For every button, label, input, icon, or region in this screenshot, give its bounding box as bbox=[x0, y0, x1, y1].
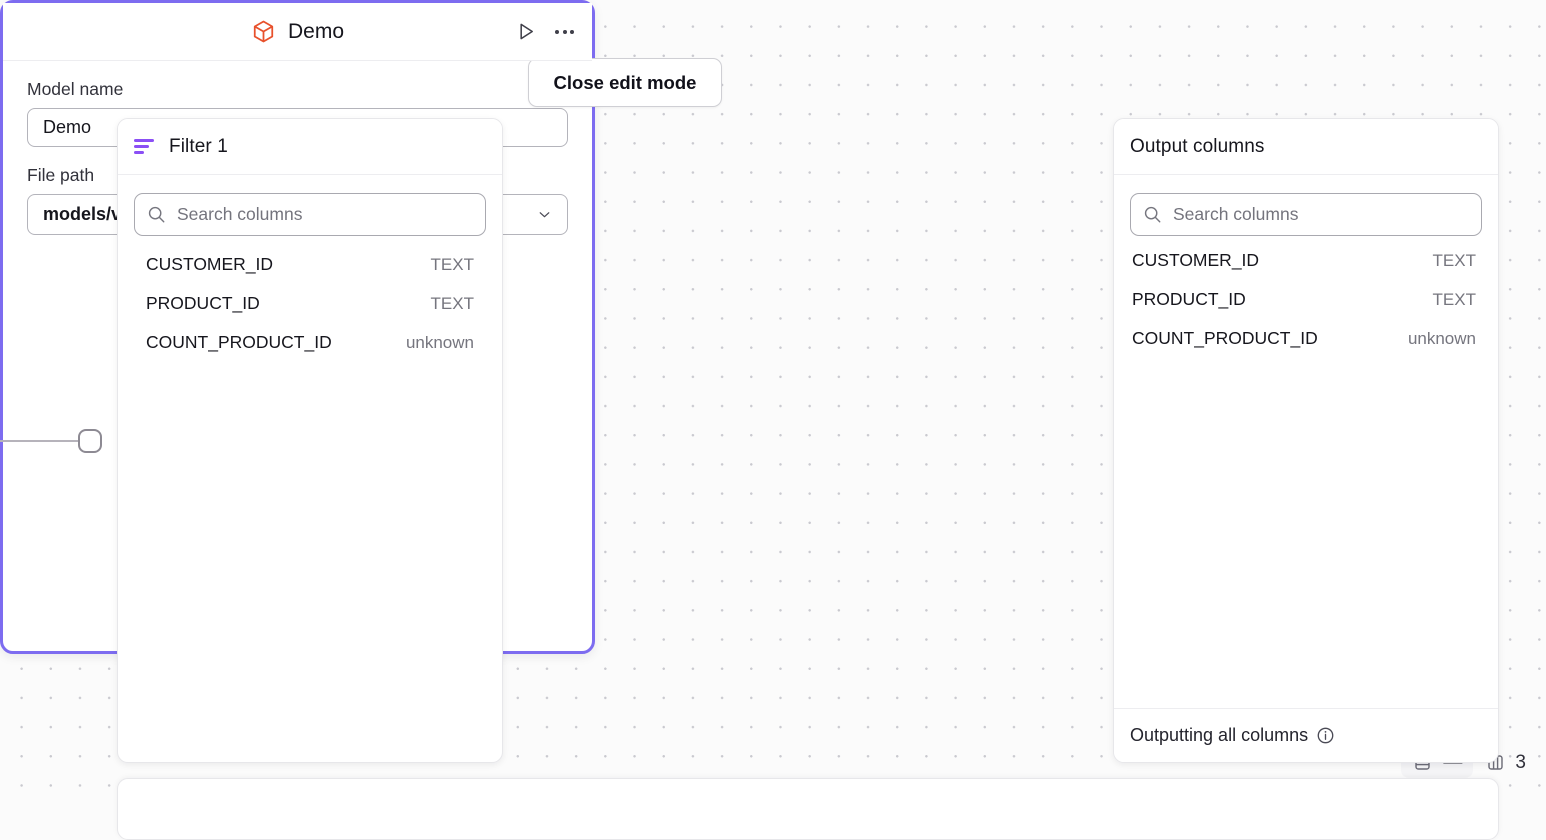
column-type: TEXT bbox=[1433, 290, 1476, 310]
output-search-input[interactable]: Search columns bbox=[1130, 193, 1482, 236]
run-icon[interactable] bbox=[514, 20, 537, 43]
info-icon[interactable] bbox=[1316, 726, 1335, 745]
list-item[interactable]: CUSTOMER_ID TEXT bbox=[134, 254, 486, 293]
chevron-down-icon bbox=[536, 206, 553, 223]
output-panel-header: Output columns bbox=[1114, 119, 1498, 175]
column-name: PRODUCT_ID bbox=[1132, 289, 1246, 310]
column-name: CUSTOMER_ID bbox=[1132, 250, 1259, 271]
list-item[interactable]: COUNT_PRODUCT_ID unknown bbox=[1130, 328, 1482, 367]
filter-panel-body: Search columns CUSTOMER_ID TEXT PRODUCT_… bbox=[118, 175, 502, 371]
column-name: COUNT_PRODUCT_ID bbox=[1132, 328, 1318, 349]
connector-edge bbox=[0, 440, 80, 442]
filter-search-input[interactable]: Search columns bbox=[134, 193, 486, 236]
filter-icon bbox=[134, 138, 156, 156]
output-columns-panel[interactable]: Output columns Search columns CUSTOMER_I… bbox=[1113, 118, 1499, 763]
filter-panel-title: Filter 1 bbox=[169, 136, 228, 158]
cube-icon bbox=[251, 19, 276, 44]
list-item[interactable]: COUNT_PRODUCT_ID unknown bbox=[134, 332, 486, 371]
search-icon bbox=[147, 205, 166, 224]
list-item[interactable]: CUSTOMER_ID TEXT bbox=[1130, 250, 1482, 289]
output-column-list: CUSTOMER_ID TEXT PRODUCT_ID TEXT COUNT_P… bbox=[1130, 250, 1482, 367]
search-icon bbox=[1143, 205, 1162, 224]
column-type: TEXT bbox=[431, 255, 474, 275]
column-name: CUSTOMER_ID bbox=[146, 254, 273, 275]
model-name-label: Model name bbox=[27, 79, 568, 100]
column-name: COUNT_PRODUCT_ID bbox=[146, 332, 332, 353]
filter-panel[interactable]: Filter 1 Search columns CUSTOMER_ID TEXT bbox=[117, 118, 503, 763]
filter-search-placeholder: Search columns bbox=[177, 204, 302, 225]
output-panel-title: Output columns bbox=[1130, 136, 1264, 158]
connector-port-handle[interactable] bbox=[78, 429, 102, 453]
bottom-partial-panel[interactable] bbox=[117, 778, 1499, 840]
flow-canvas[interactable]: Close edit mode Filter 1 Search columns bbox=[0, 0, 1546, 790]
model-panel-title: Demo bbox=[288, 20, 344, 44]
model-panel-header: Demo bbox=[3, 3, 592, 61]
column-type: TEXT bbox=[431, 294, 474, 314]
outputting-all-columns-label: Outputting all columns bbox=[1130, 725, 1308, 746]
output-panel-body: Search columns CUSTOMER_ID TEXT PRODUCT_… bbox=[1114, 175, 1498, 367]
list-item[interactable]: PRODUCT_ID TEXT bbox=[134, 293, 486, 332]
columns-count-value: 3 bbox=[1515, 752, 1526, 774]
close-edit-mode-button[interactable]: Close edit mode bbox=[528, 58, 722, 107]
column-type: unknown bbox=[406, 333, 474, 353]
list-item[interactable]: PRODUCT_ID TEXT bbox=[1130, 289, 1482, 328]
column-type: unknown bbox=[1408, 329, 1476, 349]
filter-column-list: CUSTOMER_ID TEXT PRODUCT_ID TEXT COUNT_P… bbox=[134, 254, 486, 371]
column-name: PRODUCT_ID bbox=[146, 293, 260, 314]
output-search-placeholder: Search columns bbox=[1173, 204, 1298, 225]
more-options-icon[interactable] bbox=[553, 20, 576, 44]
filter-panel-header: Filter 1 bbox=[118, 119, 502, 175]
column-type: TEXT bbox=[1433, 251, 1476, 271]
output-panel-footer: Outputting all columns bbox=[1114, 708, 1498, 762]
